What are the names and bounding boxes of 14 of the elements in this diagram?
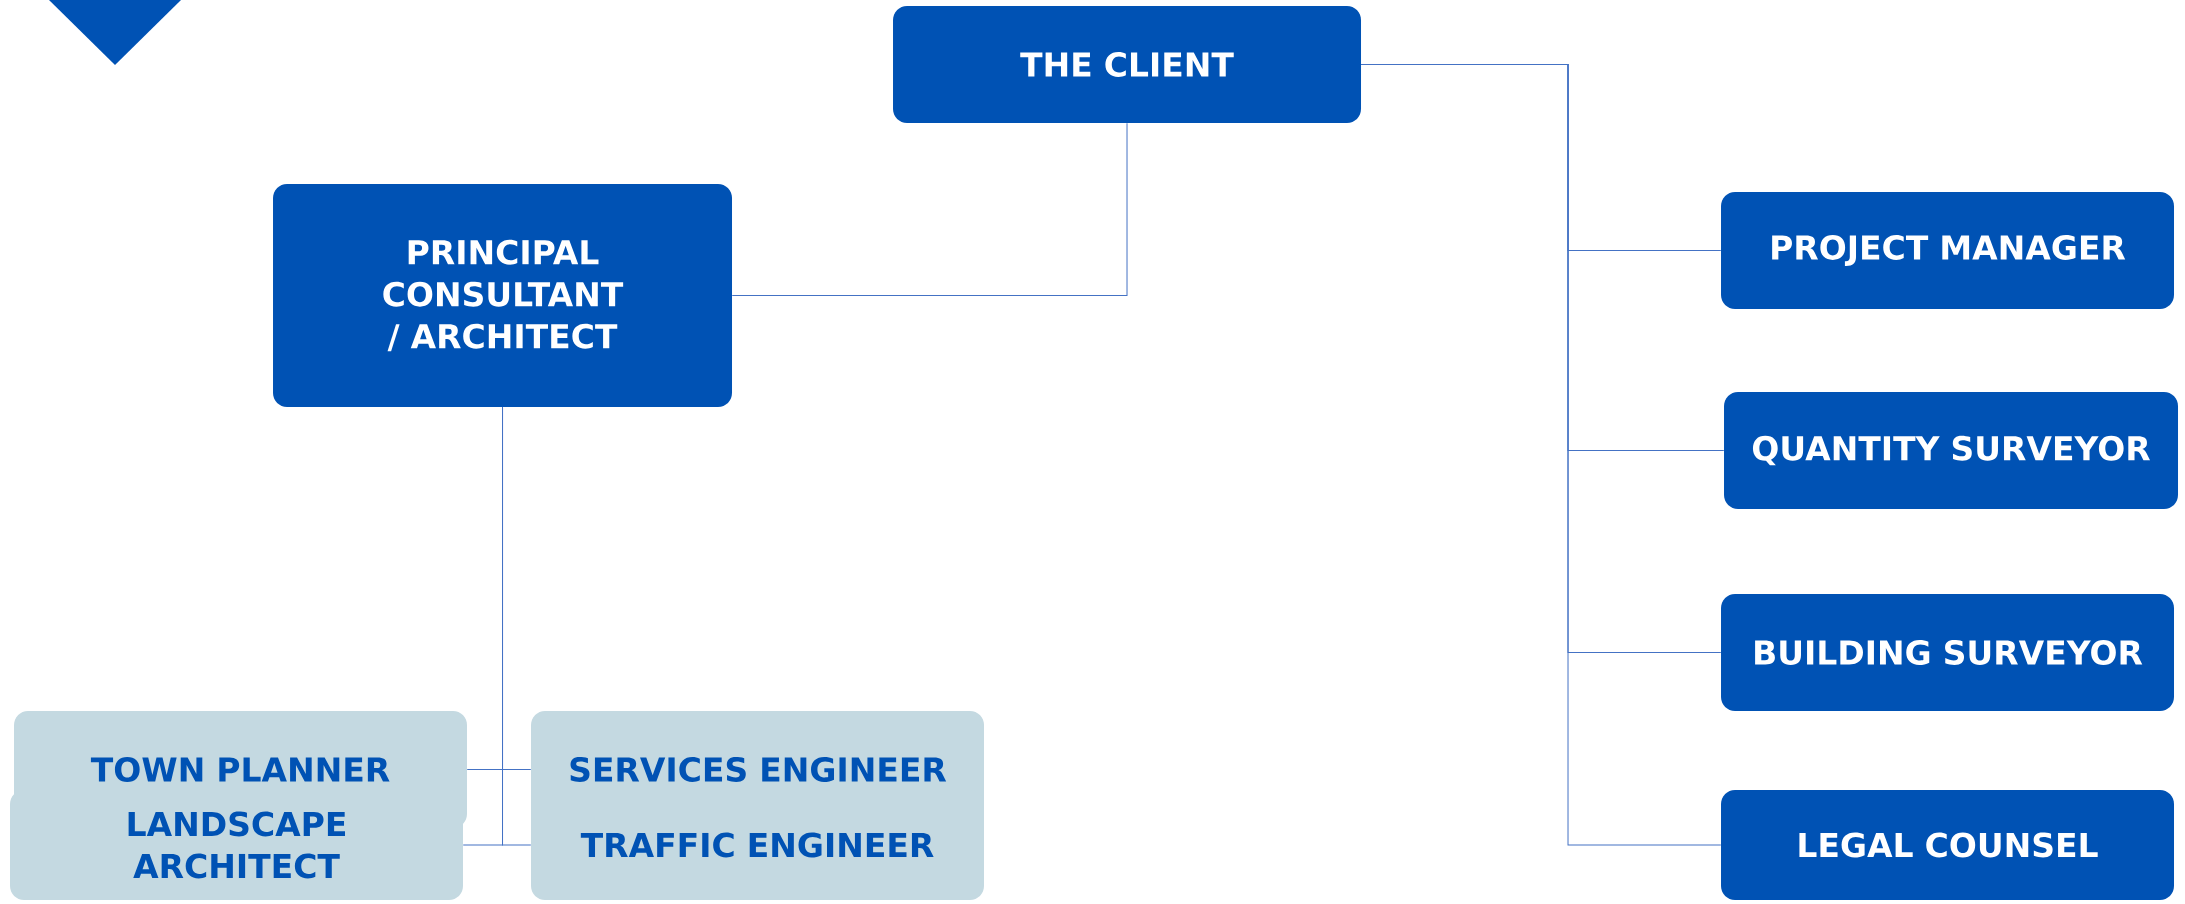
node-label: TOWN PLANNER <box>90 757 390 782</box>
role-box: LEGAL COUNSEL <box>1721 790 2174 900</box>
connector-line <box>1360 64 1722 846</box>
role-box: BUILDING SURVEYOR <box>1721 594 2174 711</box>
role-box: PROJECT MANAGER <box>1721 192 2174 309</box>
role-box: LANDSCAPE ARCHITECT <box>10 790 463 900</box>
role-box: PRINCIPAL CONSULTANT / ARCHITECT <box>273 184 732 407</box>
client-box: THE CLIENT <box>893 6 1361 123</box>
connector-line <box>502 406 532 846</box>
node-label: SERVICES ENGINEER <box>570 757 947 782</box>
role-box: QUANTITY SURVEYOR <box>1724 392 2178 509</box>
role-box: TRAFFIC ENGINEER <box>531 790 984 900</box>
node-label: TRAFFIC ENGINEER <box>580 832 934 858</box>
connector-line <box>731 122 1128 296</box>
